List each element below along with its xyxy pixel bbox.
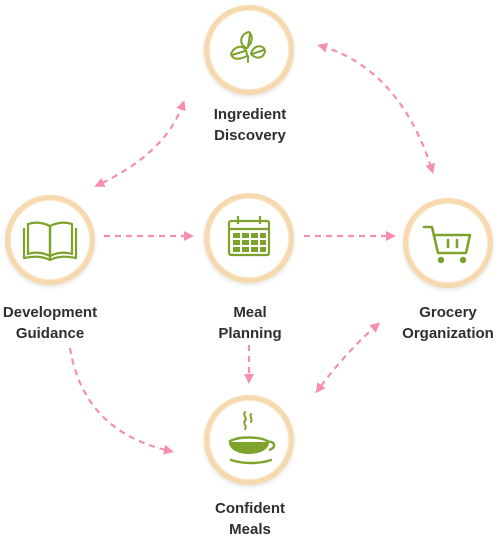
connector-ingredient-development [94, 100, 186, 187]
meal-planning-label: Meal Planning [218, 304, 282, 342]
connector-grocery-confident [315, 322, 380, 394]
confident-meals-label: Confident Meals [215, 500, 285, 538]
meal-planning-node [204, 193, 294, 283]
development-guidance-label: Development Guidance [2, 304, 98, 342]
ingredient-discovery-node [204, 5, 294, 95]
confident-meals-node [204, 395, 294, 485]
calendar-icon [227, 216, 271, 257]
steaming-bowl-icon [228, 411, 276, 465]
book-icon [22, 221, 78, 262]
grocery-organization-node [403, 198, 493, 288]
connector-ingredient-grocery [317, 42, 435, 174]
development-guidance-node [5, 195, 95, 285]
leaves-icon [230, 31, 266, 63]
grocery-organization-label: Grocery Organization [402, 304, 494, 342]
shopping-cart-icon [422, 225, 472, 264]
connector-development-confident [68, 347, 174, 455]
ingredient-discovery-label: Ingredient Discovery [213, 106, 287, 144]
